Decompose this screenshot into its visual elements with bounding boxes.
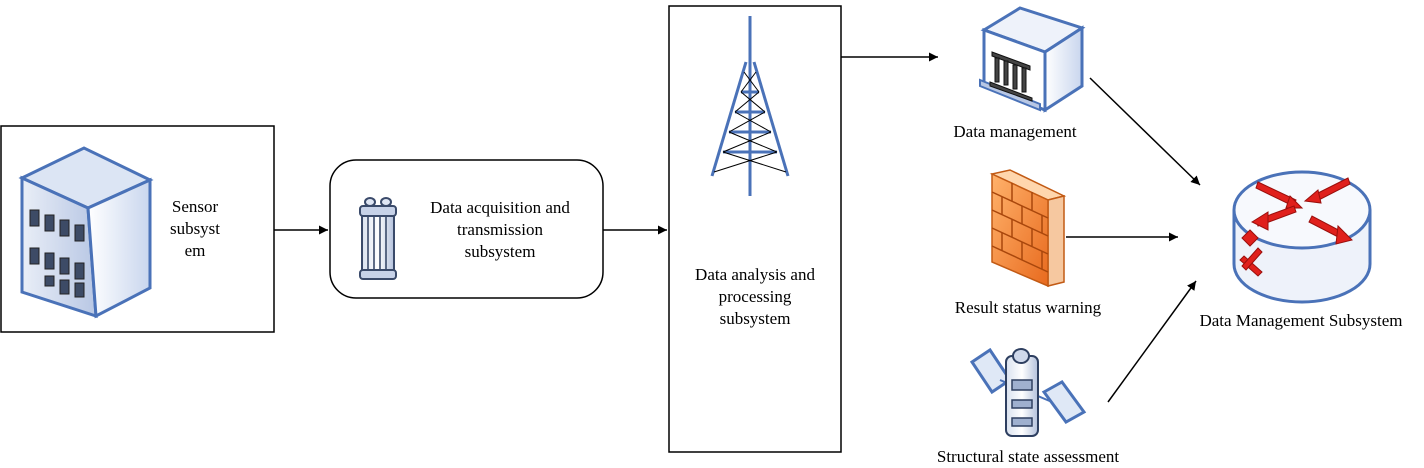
acquisition-label-line-3: subsystem [464, 242, 536, 261]
arrow-assessment-to-subsystem [1107, 280, 1197, 403]
server-box-icon [979, 6, 1086, 113]
data-cylinder-icon [359, 197, 397, 280]
acquisition-label-line-1: Data acquisition and [430, 198, 570, 217]
connector-lines [274, 52, 1201, 403]
acquisition-subsystem-node [329, 159, 604, 299]
analysis-label-line-1: Data analysis and [695, 265, 815, 284]
analysis-label-line-2: processing [718, 287, 792, 306]
office-building-icon [18, 146, 154, 319]
sensor-label-line-2: subsyst [169, 219, 221, 238]
sensor-subsystem-node [0, 125, 275, 333]
data-management-subsystem-label: Data Management Subsystem [1199, 311, 1403, 330]
analysis-label-line-3: subsystem [719, 309, 791, 328]
satellite-icon [969, 347, 1087, 437]
analysis-subsystem-node [668, 5, 842, 453]
sensor-label: Sensor subsyst em [160, 196, 230, 262]
result-status-warning-label: Result status warning [954, 298, 1102, 317]
acquisition-label: Data acquisition and transmission subsys… [410, 197, 590, 263]
firewall-icon [989, 169, 1067, 288]
analysis-label: Data analysis and processing subsystem [670, 264, 840, 330]
arrow-data-management-to-subsystem [1089, 77, 1201, 186]
sensor-label-line-3: em [184, 241, 206, 260]
structural-state-assessment-label: Structural state assessment [936, 447, 1120, 466]
data-management-label: Data management [953, 122, 1077, 141]
acquisition-label-line-2: transmission [457, 220, 543, 239]
router-icon [1232, 170, 1372, 304]
sensor-label-line-1: Sensor [171, 197, 219, 216]
radio-tower-icon [710, 16, 790, 196]
